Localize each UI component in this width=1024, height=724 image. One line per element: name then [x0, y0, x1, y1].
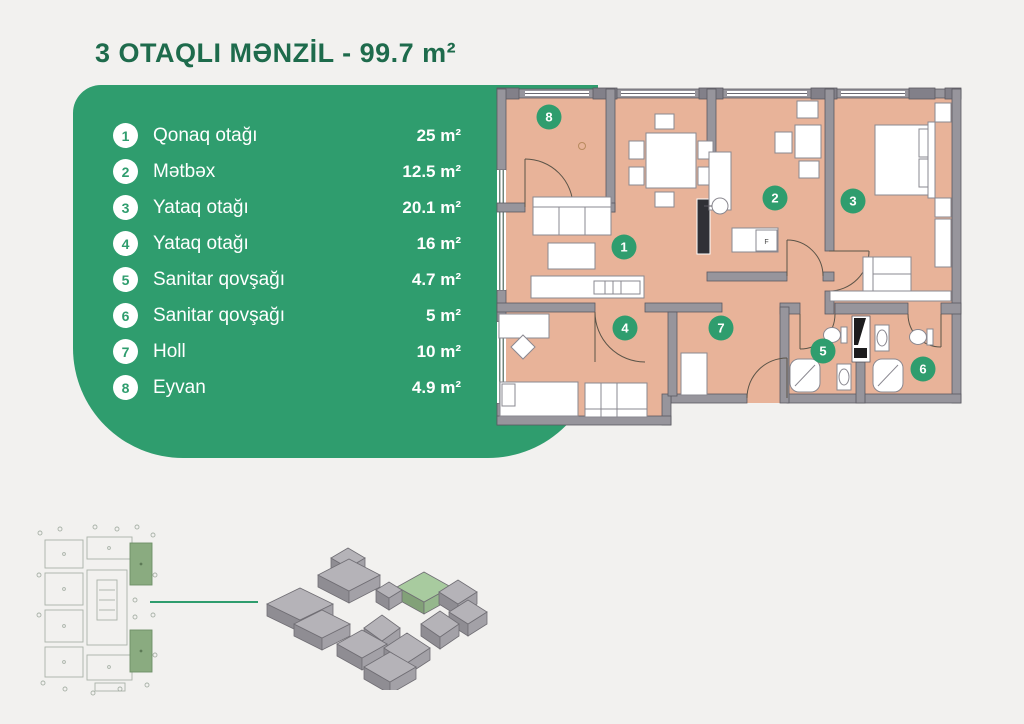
building-massing-3d: [266, 547, 488, 690]
toilet-tank: [840, 326, 848, 344]
svg-text:1: 1: [620, 240, 627, 255]
plan-room-badge-6: 6: [910, 356, 936, 382]
room-legend-list: 1 Qonaq otağı 25 m² 2 Mətbəx 12.5 m² 3 Y…: [113, 123, 461, 411]
room-number-badge: 6: [113, 303, 138, 328]
toilet-tank: [926, 328, 934, 346]
svg-text:7: 7: [717, 321, 724, 336]
room-number-badge: 7: [113, 339, 138, 364]
svg-text:2: 2: [771, 191, 778, 206]
furniture: F: [498, 100, 952, 418]
room-area: 16 m²: [416, 233, 461, 253]
plan-room-badge-4: 4: [612, 315, 638, 341]
room-label: Qonaq otağı: [153, 124, 258, 146]
pillow: [501, 383, 516, 407]
wardrobe: [934, 218, 952, 268]
tv: [593, 280, 641, 295]
desk: [498, 313, 550, 339]
room-label: Holl: [153, 340, 186, 362]
chair: [796, 100, 819, 119]
room-number-badge: 2: [113, 159, 138, 184]
room-label: Yataq otağı: [153, 232, 249, 254]
kitchen-unit: [696, 198, 711, 255]
room-area: 4.9 m²: [411, 377, 461, 397]
room-number-badge: 1: [113, 123, 138, 148]
room-area: 10 m²: [416, 341, 461, 361]
site-buildings: [36, 524, 158, 696]
plan-room-badge-5: 5: [810, 338, 836, 364]
nightstand: [934, 197, 952, 218]
block-3d: [317, 558, 381, 604]
room-area: 20.1 m²: [402, 197, 461, 217]
svg-text:5: 5: [819, 344, 826, 359]
room-label: Eyvan: [153, 376, 206, 398]
plan-room-badges: 1 2 3 4 5 6 7 8: [536, 104, 936, 382]
list-item: 3 Yataq otağı 20.1 m²: [113, 195, 461, 220]
list-item: 4 Yataq otağı 16 m²: [113, 231, 461, 256]
plan-room-badge-7: 7: [708, 315, 734, 341]
floor-plan: F: [496, 87, 962, 426]
toilet: [909, 329, 927, 345]
pillow: [918, 128, 929, 158]
chair: [628, 166, 645, 186]
selected-block-3d[interactable]: [396, 571, 452, 615]
room-number-badge: 3: [113, 195, 138, 220]
headboard: [927, 121, 936, 199]
room-label: Sanitar qovşağı: [153, 268, 286, 290]
site-plan: [36, 524, 158, 696]
room-number-badge: 4: [113, 231, 138, 256]
plan-room-badge-8: 8: [536, 104, 562, 130]
svg-text:8: 8: [545, 110, 552, 125]
list-item: 8 Eyvan 4.9 m²: [113, 375, 461, 400]
room-label: Mətbəx: [153, 160, 216, 182]
list-item: 1 Qonaq otağı 25 m²: [113, 123, 461, 148]
svg-text:4: 4: [621, 321, 629, 336]
list-item: 7 Holl 10 m²: [113, 339, 461, 364]
block-3d: [420, 610, 460, 650]
room-area: 12.5 m²: [402, 161, 461, 181]
svg-text:F: F: [764, 239, 768, 246]
block-3d: [375, 581, 403, 611]
page-title: 3 OTAQLI MƏNZİL - 99.7 m²: [95, 38, 457, 68]
block-3d: [363, 651, 417, 690]
window: [525, 91, 905, 96]
dining-table: [645, 132, 697, 189]
fridge: [755, 229, 778, 252]
room-area: 25 m²: [416, 125, 461, 145]
list-item: 5 Sanitar qovşağı 4.7 m²: [113, 267, 461, 292]
nightstand: [934, 102, 952, 123]
sofa: [532, 196, 612, 236]
sink: [711, 197, 729, 215]
coffee-table: [547, 242, 596, 270]
room-area: 5 m²: [426, 305, 461, 325]
chair: [628, 140, 645, 160]
desk-chair: [510, 334, 536, 360]
kitchen-table: [794, 124, 822, 159]
chair: [654, 191, 675, 208]
sofa-bed: [584, 382, 648, 418]
room-area: 4.7 m²: [411, 269, 461, 289]
room-label: Sanitar qovşağı: [153, 304, 286, 326]
plan-room-badge-2: 2: [762, 185, 788, 211]
svg-text:3: 3: [849, 194, 856, 209]
connector-line: [150, 601, 258, 603]
room-number-badge: 5: [113, 267, 138, 292]
list-item: 6 Sanitar qovşağı 5 m²: [113, 303, 461, 328]
plan-room-badge-3: 3: [840, 188, 866, 214]
svg-text:6: 6: [919, 362, 926, 377]
walls: [496, 87, 962, 426]
door-handle: [578, 142, 586, 150]
chair: [654, 113, 675, 130]
room-number-badge: 8: [113, 375, 138, 400]
pillow: [918, 158, 929, 188]
room-label: Yataq otağı: [153, 196, 249, 218]
chair: [798, 160, 820, 179]
plan-room-badge-1: 1: [611, 234, 637, 260]
block-3d: [293, 609, 351, 651]
list-item: 2 Mətbəx 12.5 m²: [113, 159, 461, 184]
hall-closet: [680, 352, 708, 396]
chair: [774, 131, 793, 154]
low-cabinet: [829, 290, 952, 302]
